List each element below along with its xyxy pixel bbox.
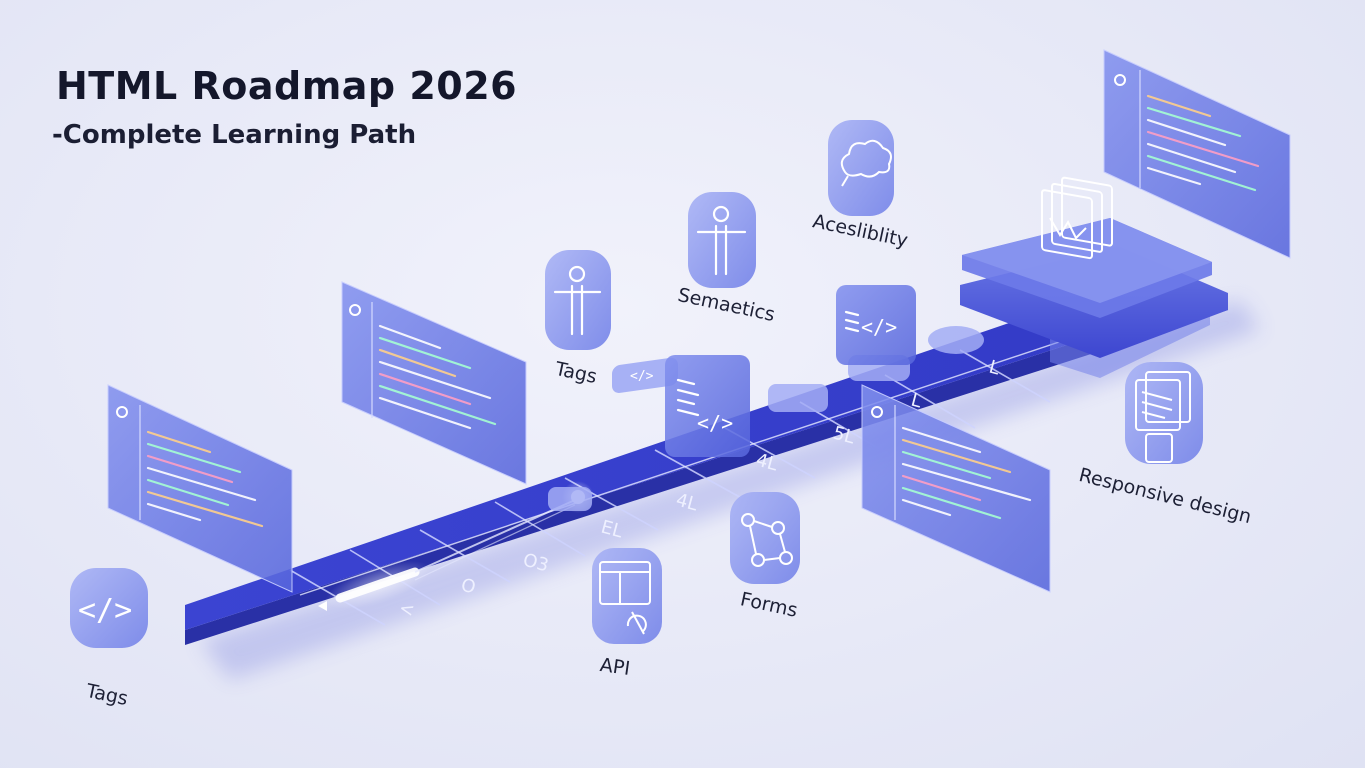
page-title: HTML Roadmap 2026: [56, 64, 518, 108]
tile-browser-api: [592, 548, 662, 644]
timeline-track: [185, 285, 1228, 645]
tile-person-semantics: [688, 192, 756, 288]
tile-code-doc-right: </>: [836, 285, 916, 365]
track-tile: [928, 326, 984, 354]
browser-window-icon: [599, 561, 651, 635]
person-icon: [696, 205, 747, 276]
tile-code-doc: </>: [665, 355, 750, 457]
browser-window-icon: [1041, 189, 1093, 260]
code-tag-icon: </>: [861, 315, 897, 339]
layer-stack: [960, 176, 1228, 378]
tile-network-forms: [730, 492, 800, 584]
code-tag-icon: </>: [697, 411, 733, 435]
tile-person-tags: [545, 250, 611, 350]
tile-code-large: </>: [70, 568, 148, 648]
track-mark: O: [459, 575, 478, 599]
network-nodes-icon: [741, 513, 793, 567]
tile-cloud-accessibility: [828, 120, 894, 216]
track-tile-code: </>: [612, 357, 678, 393]
track-tile: [768, 384, 828, 412]
code-tag-icon: </>: [78, 593, 132, 628]
tile-responsive: [1125, 362, 1203, 464]
label-api: API: [598, 654, 632, 680]
responsive-screens-icon: [1135, 371, 1191, 463]
track-mark: <: [397, 598, 417, 622]
code-panel-top-right: [1103, 49, 1291, 259]
page-subtitle: -Complete Learning Path: [52, 120, 417, 150]
code-panel-middle: [341, 281, 527, 485]
code-panel-left: [107, 384, 293, 593]
code-tag-icon: </>: [630, 369, 654, 384]
track-tile: [548, 487, 592, 511]
code-panel-right: [861, 384, 1051, 593]
cloud-icon: [840, 139, 892, 178]
person-icon: [553, 265, 602, 336]
track-marks: < O O3 EL 4L 4L 5L L L: [397, 357, 1002, 622]
